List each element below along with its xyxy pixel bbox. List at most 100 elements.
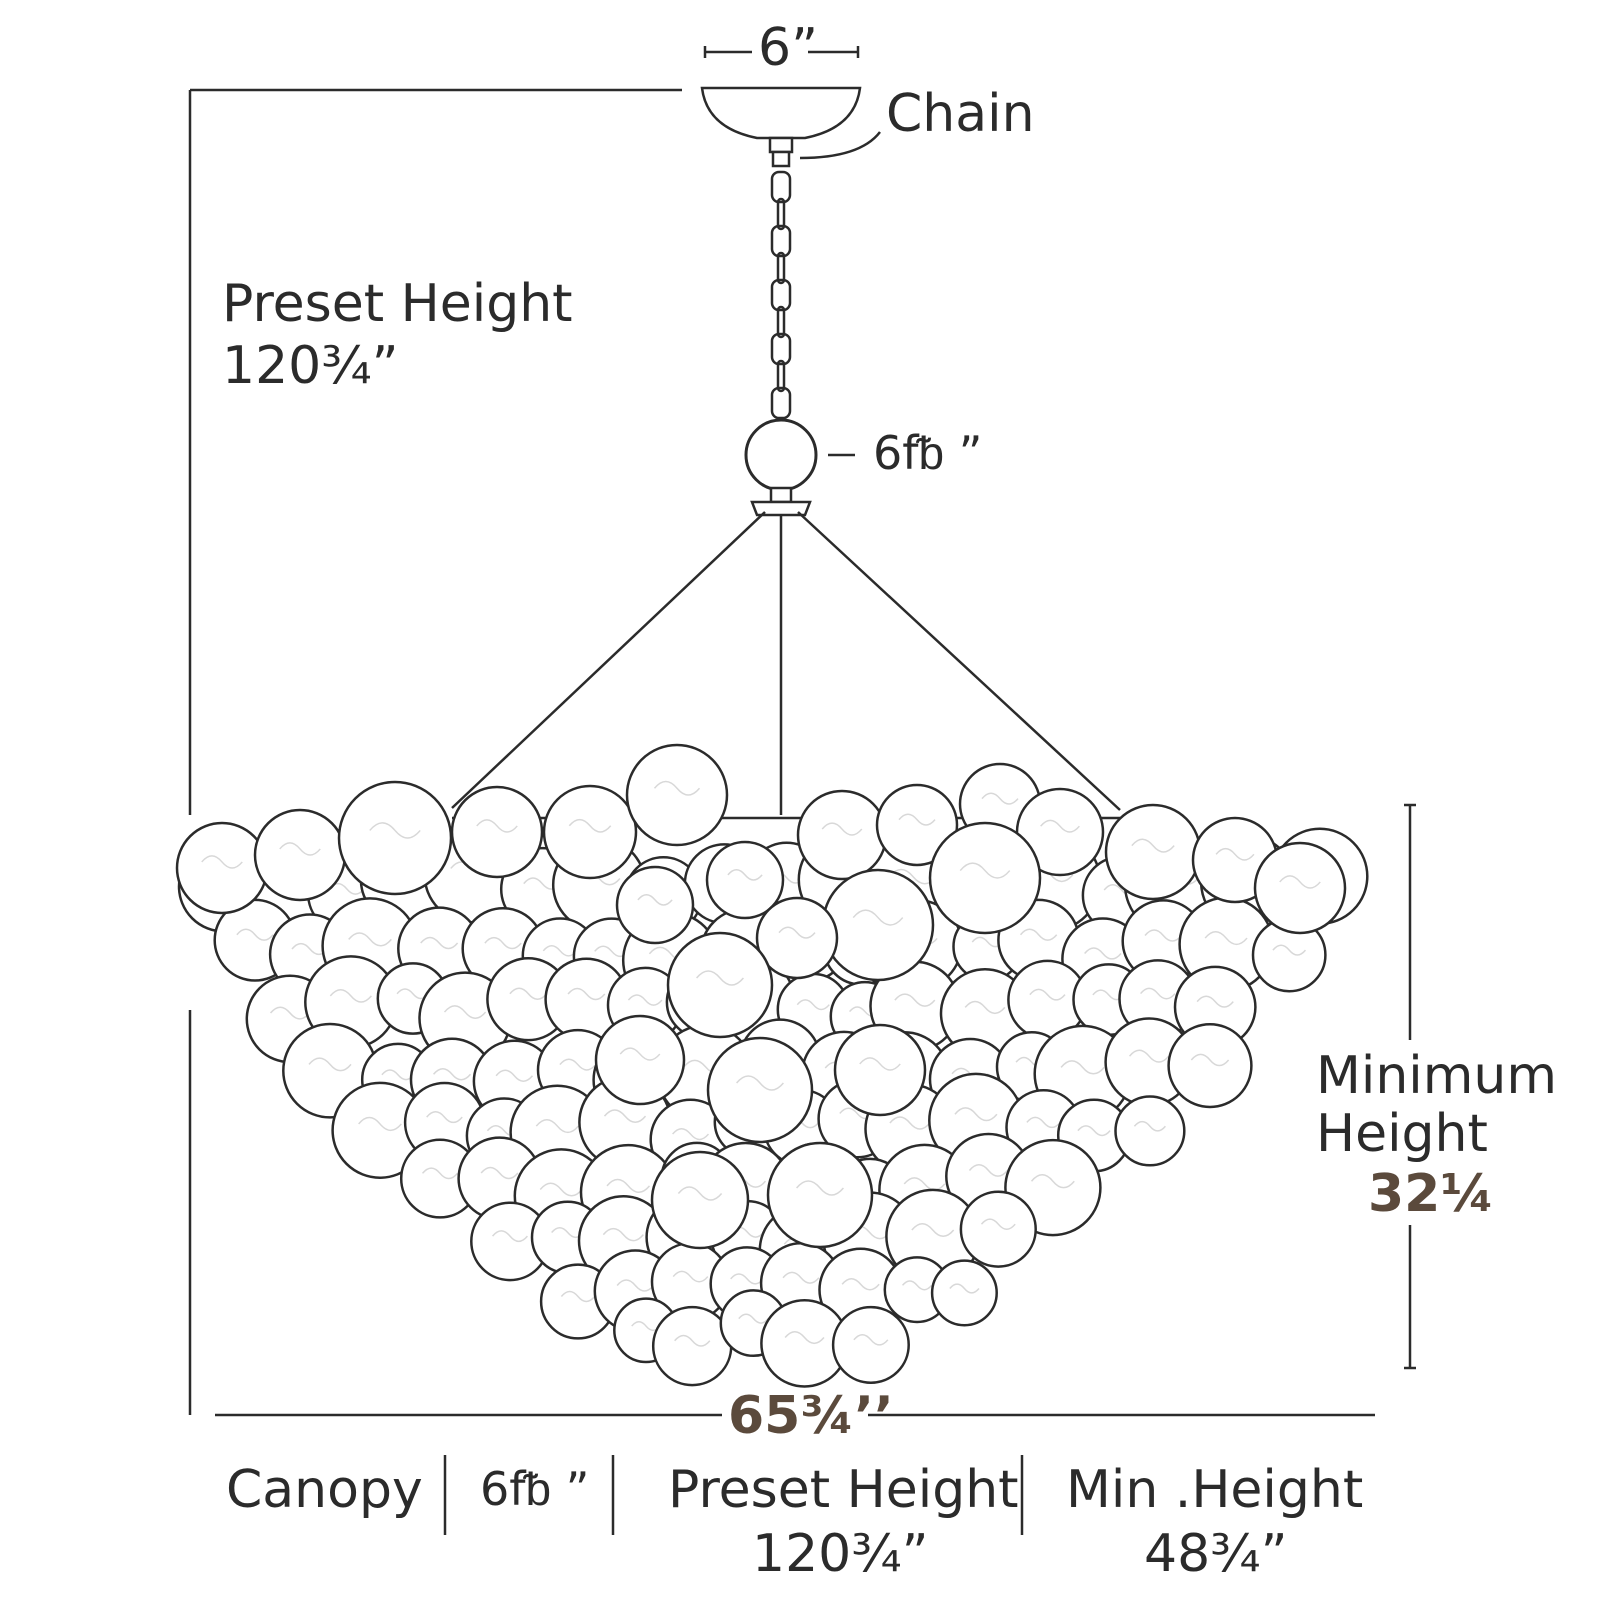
globe-texture [672,1127,710,1141]
globe-texture [308,1057,352,1072]
globe-texture [443,1005,487,1019]
glass-globe [1114,1095,1186,1167]
preset-height-value: 120¾” [222,336,399,396]
glass-globes [175,743,1369,1388]
spec-preset-height-label: Preset Height [668,1460,1019,1520]
glass-globe [833,1023,927,1117]
chain-link [770,386,792,420]
globe-texture [619,1047,661,1061]
globe-texture [796,999,830,1011]
globe-texture [559,1058,597,1071]
glass-globe [766,1141,874,1249]
chain-link [770,278,792,312]
globe-texture [476,819,518,833]
glass-globe [253,808,347,902]
globe-texture [279,842,321,856]
globe-texture [567,987,606,1001]
globe-texture [889,1116,931,1130]
globe-texture [1026,1116,1061,1129]
globe-texture [674,1334,711,1347]
glass-globe [594,1014,686,1106]
globe-texture [853,1333,889,1346]
glass-globe [625,743,729,847]
globe-texture [616,1279,655,1292]
spec-canopy-label: Canopy [226,1460,423,1520]
globe-texture [1196,995,1234,1008]
chain-link [776,251,786,285]
globe-texture [1279,875,1321,889]
globe-texture [568,818,612,833]
globe-texture [269,1006,311,1020]
globe-texture [495,1069,534,1082]
chain-swivel [771,150,791,168]
globe-texture [821,822,863,836]
glass-globe [821,868,935,982]
glass-globe [706,1036,814,1144]
minimum-height-label-line1: Minimum [1316,1046,1557,1106]
chandelier-fixture [175,86,1369,1388]
globe-texture [1272,944,1307,956]
globe-texture [1140,987,1176,1000]
glass-globe [959,1190,1037,1268]
glass-globe [666,931,774,1039]
globe-texture [901,1280,933,1291]
globe-texture [381,1069,415,1081]
ring-size-label: 6fᵬ ” [873,426,983,480]
globe-texture [964,1000,1006,1015]
globe-texture [727,868,763,881]
chain-links [770,170,792,420]
overall-width-label: 65¾’’ [728,1386,894,1446]
glass-globe [831,1305,910,1384]
glass-globe [1104,803,1202,901]
glass-globe [1253,841,1347,935]
globe-texture [484,936,522,950]
chain-link [776,359,786,393]
globe-texture [980,1218,1016,1230]
globe-texture [358,1116,402,1132]
globe-texture [736,1075,784,1091]
canopy-width-label: 6” [758,18,819,78]
frame-hub [750,500,812,517]
globe-texture [1131,838,1175,853]
globe-texture [1133,1120,1166,1132]
dimension-lines [188,46,1416,1535]
globe-texture [677,1186,723,1201]
globe-texture [421,1167,459,1180]
chain-leader-line [799,131,881,160]
glass-globe [337,780,453,896]
globe-texture [898,813,936,826]
globe-texture [542,945,578,957]
globe-texture [603,1109,647,1124]
globe-texture [1019,928,1058,941]
minimum-height-value: 32¼ [1368,1164,1495,1224]
globe-texture [426,1111,463,1124]
globe-texture [653,780,701,796]
globe-texture [539,1182,583,1197]
spec-ring-label: 6fᵬ ” [480,1462,590,1516]
globe-texture [560,1290,596,1303]
globe-texture [1215,847,1255,861]
frame-arm-left [451,511,766,809]
chain-link [770,332,792,366]
globe-texture [1060,1060,1105,1075]
glass-globe [542,784,638,880]
canopy-neck [768,136,794,154]
globe-texture [959,862,1011,879]
glass-globe [651,1305,733,1387]
glass-globe [796,789,888,881]
glass-globe [175,821,269,915]
globe-texture [433,1067,472,1081]
globe-texture [535,1119,579,1134]
glass-globe [930,1259,998,1327]
preset-height-label: Preset Height [222,274,573,334]
globe-texture [1084,947,1122,960]
minimum-height-label-line2: Height [1316,1104,1488,1164]
globe-texture [672,1270,709,1283]
globe-texture [778,926,816,939]
glass-globe [705,840,785,920]
globe-texture [637,893,673,906]
globe-texture [796,1180,844,1196]
spec-min-height-label: Min .Height [1066,1460,1364,1520]
globe-texture [1144,929,1183,942]
